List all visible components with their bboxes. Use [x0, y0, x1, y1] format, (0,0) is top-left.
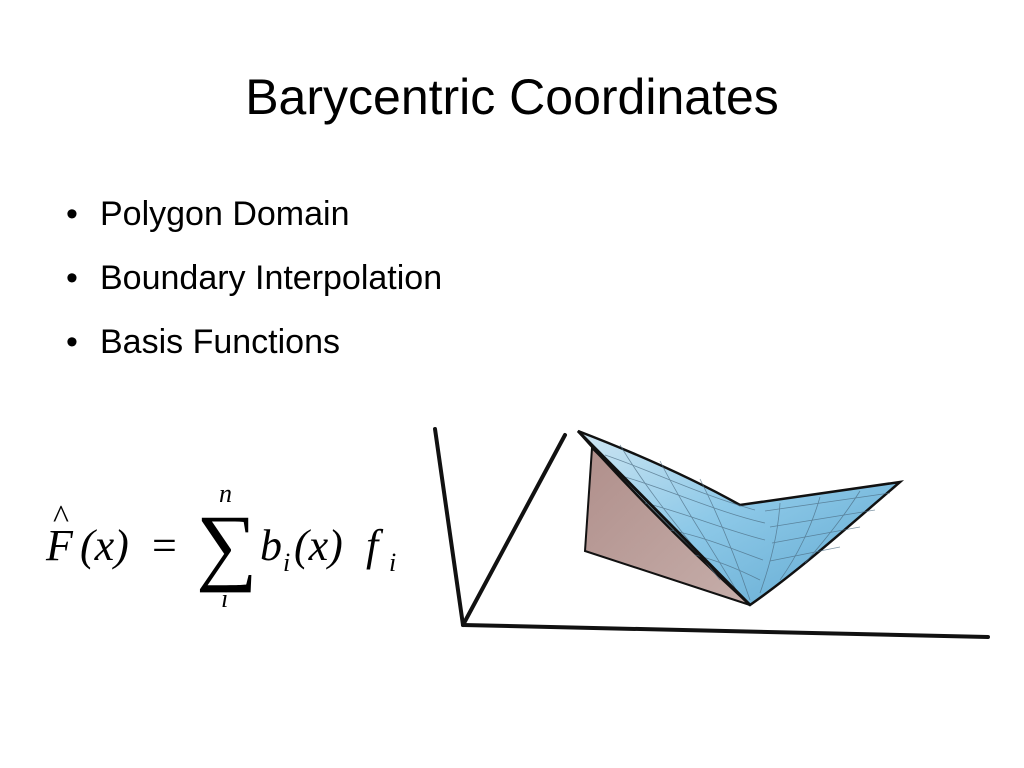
bullet-item-boundary-interpolation: • Boundary Interpolation: [58, 254, 442, 302]
formula-sum-lower: i: [221, 584, 228, 613]
bullet-item-basis-functions: • Basis Functions: [58, 318, 442, 366]
basis-function-figure: [433, 427, 990, 639]
slide-title: Barycentric Coordinates: [245, 69, 779, 125]
front-edge: [576, 429, 752, 607]
formula-term-b: b: [260, 521, 282, 570]
formula-term-f: f: [366, 521, 384, 570]
axis-diagonal: [461, 433, 567, 627]
surface-grid: [604, 444, 891, 601]
formula-equals: =: [152, 521, 177, 570]
formula-hat: ^: [53, 499, 69, 536]
formula-term-b-sub: i: [283, 548, 290, 577]
bullet-item-polygon-domain: • Polygon Domain: [58, 190, 442, 238]
formula-term-f-sub: i: [389, 548, 396, 577]
bullet-list: • Polygon Domain • Boundary Interpolatio…: [58, 190, 442, 382]
formula-sum-upper: n: [219, 479, 232, 508]
barycentric-formula: F ^ (x) = ∑ n i b i (x) f i: [45, 479, 396, 613]
formula-term-args: (x): [294, 521, 343, 570]
bullet-dot: •: [66, 323, 78, 361]
bullet-text: Polygon Domain: [100, 195, 350, 233]
bullet-text: Basis Functions: [100, 323, 340, 361]
formula-sum-sign: ∑: [196, 497, 257, 593]
bullet-text: Boundary Interpolation: [100, 259, 443, 297]
axis-vertical: [433, 427, 465, 627]
bullet-dot: •: [66, 259, 78, 297]
formula-lhs-args: (x): [80, 521, 129, 570]
bullet-dot: •: [66, 195, 78, 233]
formula-lhs-symbol: F: [45, 521, 74, 570]
axis-horizontal: [461, 623, 990, 639]
